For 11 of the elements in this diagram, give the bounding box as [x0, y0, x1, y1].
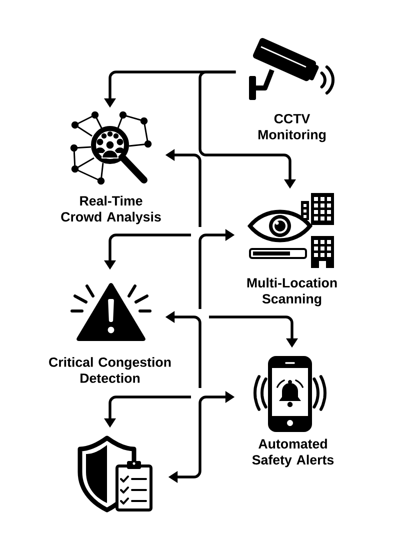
node-label: CCTV Monitoring — [258, 114, 326, 142]
node-label: Real-Time Crowd Analysis — [61, 196, 161, 224]
shield-checklist-icon — [78, 436, 152, 512]
node-label: Multi-Location Scanning — [247, 278, 337, 306]
crowd-magnifier-icon — [70, 111, 152, 185]
warning-icon — [70, 283, 152, 341]
node-label: Critical Congestion Detection — [49, 357, 171, 383]
camera-icon — [249, 38, 334, 100]
node-label: Automated Safety Alerts — [252, 438, 334, 468]
phone-bell-icon — [254, 356, 326, 432]
eye-buildings-icon — [248, 193, 334, 268]
